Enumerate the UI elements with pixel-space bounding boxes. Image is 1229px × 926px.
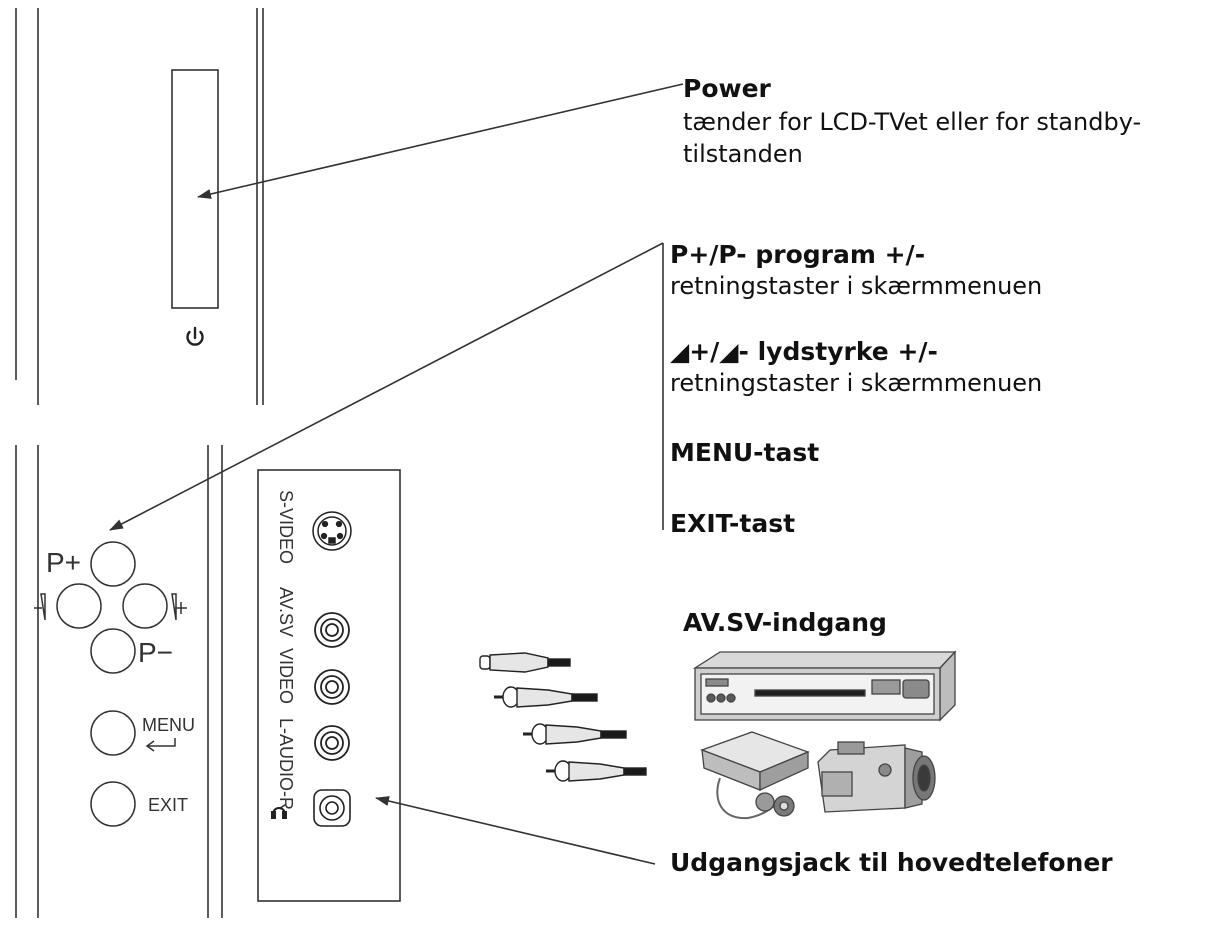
exit-button[interactable]	[90, 781, 136, 827]
rca-plug-icon	[546, 760, 647, 782]
program-down-button[interactable]	[90, 628, 136, 674]
avsv-input-title: AV.SV-indgang	[683, 608, 887, 637]
program-title: P+/P- program +/-	[670, 240, 926, 269]
exit-key-title: EXIT-tast	[670, 509, 796, 538]
menu-button[interactable]	[90, 710, 136, 756]
volume-up-icon	[171, 593, 187, 621]
p-plus-label: P+	[46, 547, 81, 578]
power-button[interactable]	[171, 69, 219, 309]
menu-key-title: MENU-tast	[670, 438, 820, 467]
camcorder-icon	[817, 741, 936, 813]
headphone-jack-title: Udgangsjack til hovedtelefoner	[670, 848, 1113, 877]
s-video-label: S-VIDEO	[276, 490, 296, 564]
power-symbol-icon	[186, 326, 204, 346]
power-desc-line1: tænder for LCD-TVet eller for standby-	[683, 108, 1142, 136]
projector-icon	[700, 731, 810, 820]
connector-panel	[257, 469, 401, 902]
s-video-port[interactable]	[312, 511, 352, 551]
audio-left-port[interactable]	[314, 669, 350, 705]
top-panel	[15, 8, 264, 405]
rca-plug-icon	[494, 686, 598, 708]
program-desc: retningstaster i skærmmenuen	[670, 272, 1043, 300]
side-panel	[15, 445, 223, 918]
video-port[interactable]	[314, 612, 350, 648]
program-up-button[interactable]	[90, 541, 136, 587]
headphone-arrow	[375, 796, 656, 865]
power-title: Power	[683, 74, 771, 103]
volume-down-button[interactable]	[56, 583, 102, 629]
exit-label: EXIT	[148, 795, 188, 815]
leader-lines	[109, 83, 684, 865]
enter-arrow-icon	[145, 738, 176, 752]
volume-title: ◢+/◢- lydstyrke +/-	[670, 337, 938, 366]
audio-right-port[interactable]	[314, 725, 350, 761]
dvd-player-icon	[692, 650, 957, 722]
rca-plug-icon	[523, 723, 627, 745]
headphone-port[interactable]	[313, 789, 351, 827]
volume-desc: retningstaster i skærmmenuen	[670, 369, 1043, 397]
p-minus-label: P−	[138, 637, 173, 668]
volume-up-button[interactable]	[122, 583, 168, 629]
power-arrow	[197, 83, 684, 199]
s-video-plug-icon	[479, 652, 571, 673]
volume-down-icon	[34, 593, 46, 621]
av-sv-label: AV.SV	[276, 587, 296, 637]
video-label: VIDEO	[276, 648, 296, 704]
headphone-icon	[271, 807, 287, 819]
buttons-arrow	[109, 242, 664, 531]
audio-label: L-AUDIO-R	[276, 718, 296, 810]
menu-label: MENU	[142, 715, 195, 735]
power-desc-line2: tilstanden	[683, 140, 803, 168]
